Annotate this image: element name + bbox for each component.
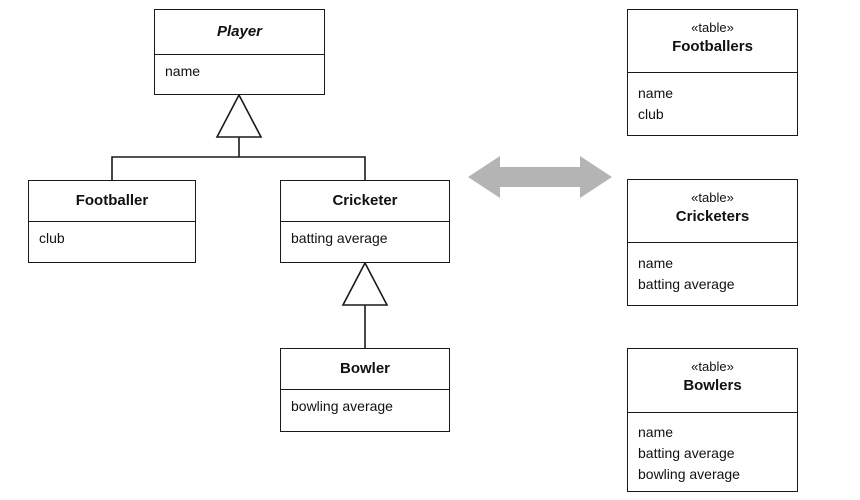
class-cricketer-attributes: batting average — [281, 222, 449, 248]
attribute-club: club — [39, 230, 65, 246]
table-footballers-stereotype: «table» — [691, 20, 734, 35]
table-cricketers-columns: name batting average — [628, 243, 797, 295]
table-bowlers-stereotype: «table» — [691, 359, 734, 374]
table-bowlers-header: «table» Bowlers — [628, 349, 797, 413]
table-cricketers-header: «table» Cricketers — [628, 180, 797, 243]
attribute-batting-average: batting average — [291, 230, 388, 246]
class-bowler-attributes: bowling average — [281, 390, 449, 416]
table-footballers-header: «table» Footballers — [628, 10, 797, 73]
class-bowler-name: Bowler — [281, 349, 449, 390]
class-player-attributes: name — [155, 55, 324, 81]
class-cricketer: Cricketer batting average — [280, 180, 450, 263]
class-footballer: Footballer club — [28, 180, 196, 263]
column-name: name — [638, 424, 674, 440]
class-footballer-attributes: club — [29, 222, 195, 248]
table-cricketers-stereotype: «table» — [691, 190, 734, 205]
table-footballers-name: Footballers — [672, 38, 753, 55]
table-footballers: «table» Footballers name club — [627, 9, 798, 136]
table-bowlers: «table» Bowlers name batting average bow… — [627, 348, 798, 492]
attribute-name: name — [165, 63, 201, 79]
class-footballer-name: Footballer — [29, 181, 195, 222]
class-player: Player name — [154, 9, 325, 95]
generalization-line-footballer — [111, 156, 239, 180]
class-bowler: Bowler bowling average — [280, 348, 450, 432]
generalization-triangle-player — [215, 93, 263, 138]
table-footballers-columns: name club — [628, 73, 797, 125]
column-batting-average: batting average — [638, 276, 735, 292]
column-name: name — [638, 255, 674, 271]
table-bowlers-columns: name batting average bowling average — [628, 413, 797, 485]
table-cricketers-name: Cricketers — [675, 208, 750, 225]
mapping-double-arrow — [468, 156, 612, 198]
class-player-name: Player — [155, 10, 324, 55]
generalization-triangle-cricketer — [341, 261, 389, 306]
class-cricketer-name: Cricketer — [281, 181, 449, 222]
column-batting-average: batting average — [638, 445, 735, 461]
generalization-line-cricketer — [239, 156, 366, 180]
table-cricketers: «table» Cricketers name batting average — [627, 179, 798, 306]
column-bowling-average: bowling average — [638, 466, 740, 482]
attribute-bowling-average: bowling average — [291, 398, 393, 414]
table-bowlers-name: Bowlers — [683, 377, 742, 394]
column-club: club — [638, 106, 664, 122]
column-name: name — [638, 85, 674, 101]
